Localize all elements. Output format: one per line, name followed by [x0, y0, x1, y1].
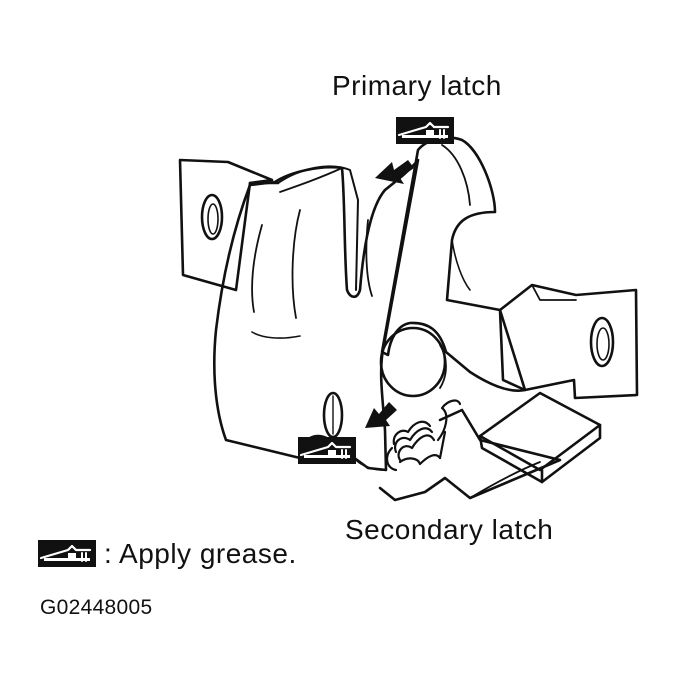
arrow-secondary [365, 402, 397, 428]
latch-roller [379, 326, 447, 398]
grease-symbol-icon [396, 117, 454, 144]
arrow-primary [375, 160, 414, 184]
secondary-latch-label: Secondary latch [345, 514, 554, 545]
right-mounting-tab [498, 283, 639, 400]
right-mounting-hole [589, 316, 615, 368]
coil-spring [386, 399, 462, 472]
primary-latch-label: Primary latch [332, 70, 502, 101]
legend-text: : Apply grease. [104, 538, 297, 569]
grease-symbol-icon [298, 437, 356, 464]
legend-grease-symbol-icon [38, 540, 96, 567]
left-mounting-hole [200, 193, 224, 241]
figure-id: G02448005 [40, 596, 153, 619]
primary-latch-lever [380, 136, 527, 392]
secondary-latch-base [378, 408, 562, 502]
